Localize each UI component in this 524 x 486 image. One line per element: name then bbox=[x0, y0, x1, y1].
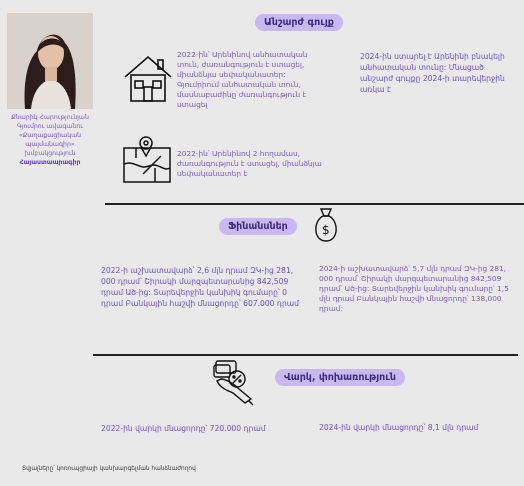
footer-source: Տվյալները՝ կոռուպցիայի կանխարգելման հանձ… bbox=[22, 466, 196, 472]
house-icon bbox=[122, 53, 174, 103]
property-land-2022: 2022-ին՝ Արենինով 2 հողամաս, ժառանգությո… bbox=[177, 149, 322, 178]
person-name: Քնարիկ Հարությունյան bbox=[11, 114, 89, 121]
loans-2022: 2022-ին վարկի մնացորդը՝ 720.000 դրամ bbox=[101, 424, 266, 433]
money-bag-icon: $ bbox=[311, 207, 341, 243]
finance-2024: 2024-ի աշխատավարձ՝ 5,7 մլն դրամ ԶԿ-ից 28… bbox=[319, 264, 509, 313]
loans-2024: 2024-ին վարկի մնացորդը՝ 8,1 մլն դրամ bbox=[319, 423, 479, 432]
property-title: Անշարժ գույք bbox=[255, 14, 343, 31]
person-party: Հայաստաարագիր bbox=[19, 159, 81, 166]
loans-title: Վարկ, փոխառություն bbox=[275, 369, 405, 386]
section-divider bbox=[93, 354, 518, 356]
section-divider bbox=[105, 203, 524, 205]
finance-title: Ֆինանսներ bbox=[219, 218, 297, 235]
person-role: Գյումրու ավագանու «Քաղաքացիական պայմանագ… bbox=[17, 123, 83, 157]
finance-2022: 2022-ի աշխատավարձ՝ 2,6 մլն դրամ ԶԿ-ից 28… bbox=[101, 266, 299, 308]
loan-hand-coins-icon bbox=[211, 359, 255, 409]
property-note-2024: 2024-ին ստարել է Արենինի բնակելի անհատակ… bbox=[360, 52, 505, 94]
land-plot-icon bbox=[121, 134, 173, 184]
person-caption: Քնարիկ Հարությունյան Գյումրու ավագանու «… bbox=[4, 113, 96, 167]
svg-text:$: $ bbox=[322, 223, 330, 237]
property-house-2022: 2022-ին՝ Արենինով անհատական տուն, ժառանգ… bbox=[177, 50, 308, 109]
portrait-photo bbox=[7, 13, 93, 109]
